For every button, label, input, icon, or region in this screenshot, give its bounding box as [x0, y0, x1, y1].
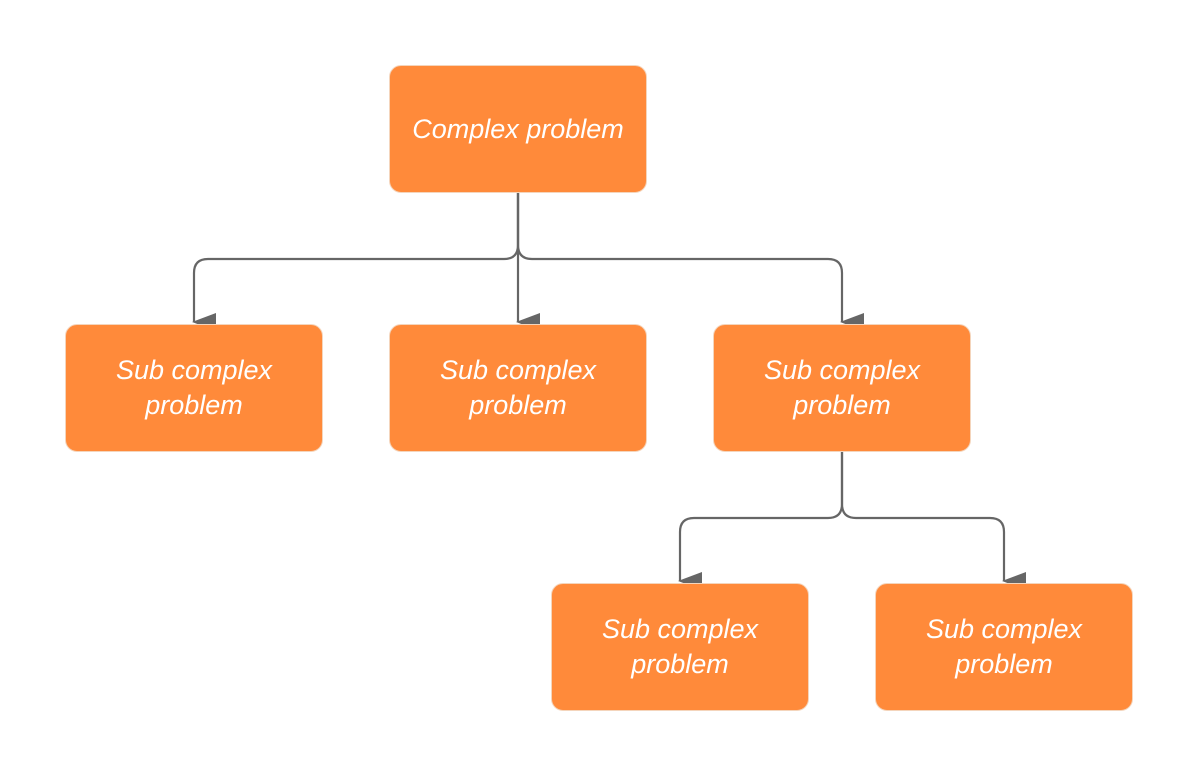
- node-sub-complex-problem-2: Sub complex problem: [389, 324, 647, 452]
- node-sub-complex-problem-4: Sub complex problem: [551, 583, 809, 711]
- connector-sub-3-to-sub-4: [678, 452, 844, 590]
- node-label: Sub complex problem: [925, 614, 1083, 679]
- node-sub-complex-problem-5: Sub complex problem: [875, 583, 1133, 711]
- node-label: Sub complex problem: [763, 355, 921, 420]
- node-sub-complex-problem-1: Sub complex problem: [65, 324, 323, 452]
- node-complex-problem: Complex problem: [389, 65, 647, 193]
- node-label: Sub complex problem: [601, 614, 759, 679]
- node-label: Sub complex problem: [115, 355, 273, 420]
- node-sub-complex-problem-3: Sub complex problem: [713, 324, 971, 452]
- node-label: Sub complex problem: [439, 355, 597, 420]
- node-label: Complex problem: [412, 113, 624, 144]
- connector-sub-3-to-sub-5: [840, 452, 1026, 590]
- connector-root-to-sub-3: [516, 193, 864, 331]
- connector-root-to-sub-1: [192, 193, 520, 331]
